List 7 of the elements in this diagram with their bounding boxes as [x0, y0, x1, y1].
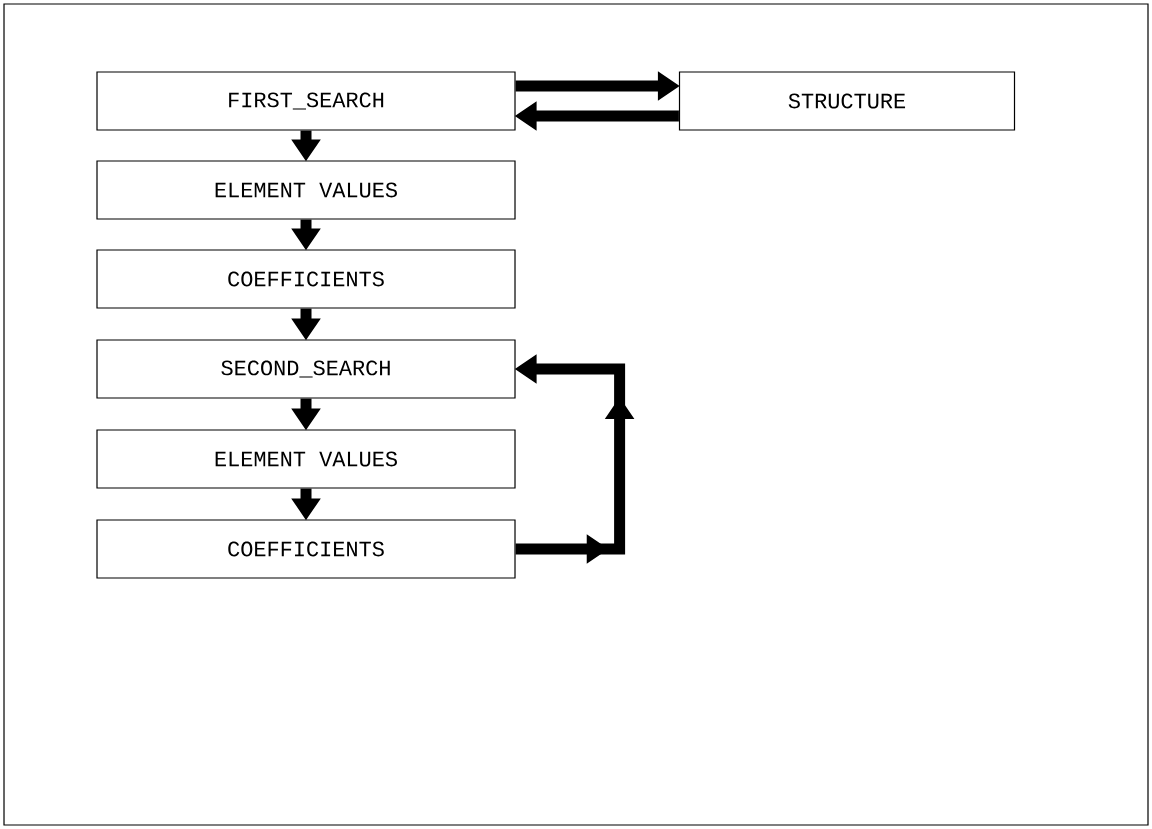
process-box: STRUCTURE [678, 71, 1016, 131]
process-box: COEFFICIENTS [96, 519, 516, 579]
process-box: ELEMENT VALUES [96, 160, 516, 220]
process-box: ELEMENT VALUES [96, 429, 516, 489]
process-box: COEFFICIENTS [96, 249, 516, 309]
process-box: SECOND_SEARCH [96, 339, 516, 399]
process-box: FIRST_SEARCH [96, 71, 516, 131]
